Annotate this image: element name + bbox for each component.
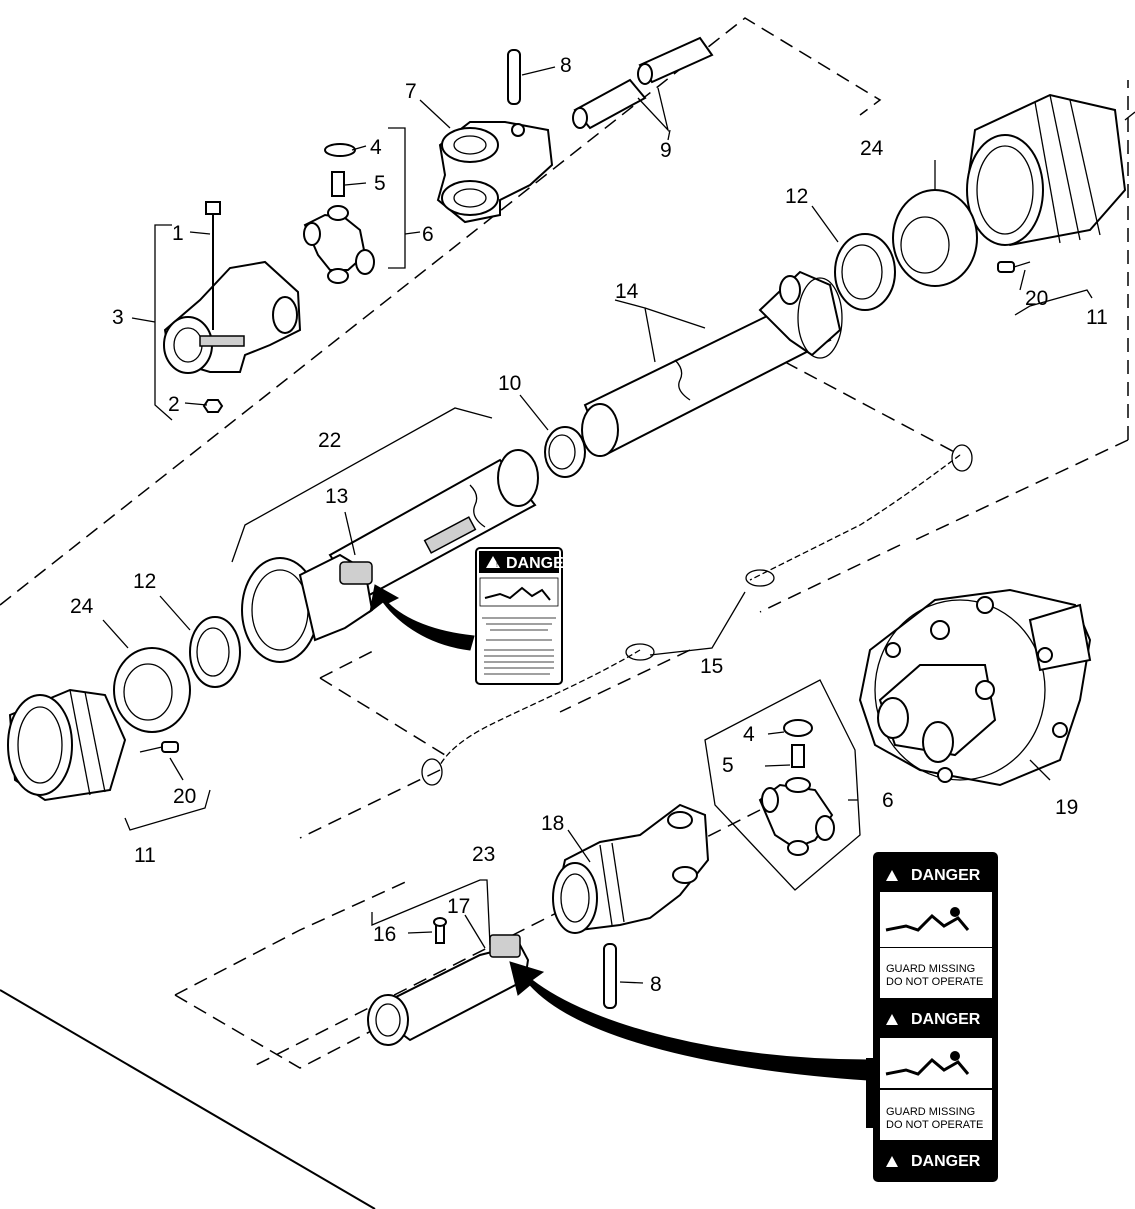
bearing-middle: [544, 426, 586, 478]
danger-decal-message-1-line2: DO NOT OPERATE: [886, 976, 983, 988]
retaining-ring-lower: [189, 616, 241, 688]
callout-15: 15: [700, 655, 723, 678]
callout-12-lower: 12: [133, 570, 156, 593]
callout-20-lower: 20: [173, 785, 196, 808]
entanglement-pictogram-1: [885, 913, 970, 932]
callout-8-upper: 8: [560, 54, 572, 77]
bearing-ring-lower: [113, 647, 191, 733]
ground-line: [0, 989, 376, 1209]
callout-10: 10: [498, 372, 521, 395]
callout-4-lower: 4: [743, 723, 755, 746]
retaining-ring-upper: [834, 233, 896, 311]
danger-decal-small: ! DANGER: [475, 547, 576, 685]
danger-decal-message-2-line1: GUARD MISSING: [886, 1106, 975, 1118]
guard-cone-with-ring: [241, 553, 374, 663]
profile-tubes: [572, 36, 714, 133]
shield-cone-lower: [7, 688, 127, 802]
yoke-lower: [552, 803, 710, 934]
callout-18: 18: [541, 812, 564, 835]
callout-2: 2: [168, 393, 180, 416]
callout-22: 22: [318, 429, 341, 452]
callout-7: 7: [405, 80, 417, 103]
callout-6-lower: 6: [882, 789, 894, 812]
warning-triangle-icon-1: [886, 870, 898, 881]
callout-5-upper: 5: [374, 172, 386, 195]
spring-pin-upper: [507, 49, 521, 105]
entanglement-pictogram-small: [484, 586, 551, 601]
callout-13: 13: [325, 485, 348, 508]
callout-1: 1: [172, 222, 184, 245]
entanglement-pictogram-2: [885, 1057, 970, 1076]
yoke-upper: [436, 121, 554, 224]
cross-and-bearing-upper: [303, 127, 406, 284]
callout-23: 23: [472, 843, 495, 866]
decal-arrow-lower: [509, 961, 869, 1081]
safety-chain: [421, 444, 973, 786]
bracket-20-11-lower: [124, 789, 211, 831]
bearing-ring-upper: [892, 189, 978, 287]
callout-9: 9: [660, 139, 672, 162]
danger-decal-message-1-line1: GUARD MISSING: [886, 963, 975, 975]
spring-pin-lower: [603, 943, 617, 1009]
callout-24-upper: 24: [860, 137, 884, 160]
yoke-assembly: [154, 201, 302, 421]
callout-8-lower: 8: [650, 973, 662, 996]
assembly-boundary-upper: [0, 17, 1129, 606]
danger-decal-message-2-line2: DO NOT OPERATE: [886, 1119, 983, 1131]
callout-24-lower: 24: [70, 595, 94, 618]
danger-decal-large: DANGER GUARD MISSING DO NOT OPERATE DANG…: [873, 852, 998, 1182]
danger-decal-small-header: DANGER: [506, 555, 576, 572]
callout-12-upper: 12: [785, 185, 808, 208]
screw-20-lower: [139, 741, 179, 753]
warning-triangle-icon-small: !: [496, 562, 498, 569]
inner-profile-tube: [367, 879, 530, 1046]
leader-lines: [102, 66, 1051, 984]
callout-6-upper: 6: [422, 223, 434, 246]
callout-14: 14: [615, 280, 639, 303]
warning-triangle-icon-3: [886, 1156, 898, 1167]
cross-and-bearing-lower: [704, 679, 861, 891]
chain-dashed-link-upper: [319, 361, 961, 756]
callout-16: 16: [373, 923, 396, 946]
shield-cone-upper: [966, 93, 1135, 247]
danger-decal-header-2: DANGER: [911, 1011, 981, 1028]
danger-decal-header-1: DANGER: [911, 867, 981, 884]
decal-arrow-upper: [369, 584, 475, 651]
warning-triangle-icon-2: [886, 1014, 898, 1025]
callout-5-lower: 5: [722, 754, 734, 777]
callout-17: 17: [447, 895, 470, 918]
danger-decal-header-3: DANGER: [911, 1153, 981, 1170]
callout-11-lower: 11: [134, 844, 156, 867]
callout-labels: 1 2 3 4 5 6 7 8 9 10 11 11 12 12 13 14 1…: [70, 54, 1108, 996]
callout-11-upper: 11: [1086, 306, 1108, 329]
callout-19: 19: [1055, 796, 1078, 819]
bracket-20-11-upper: [1014, 289, 1093, 316]
outer-guard-tube: [581, 270, 843, 457]
slip-clutch: [858, 588, 1092, 787]
callout-3: 3: [112, 306, 124, 329]
callout-20-upper: 20: [1025, 287, 1048, 310]
screw-20-upper: [997, 261, 1031, 273]
callout-4-upper: 4: [370, 136, 382, 159]
